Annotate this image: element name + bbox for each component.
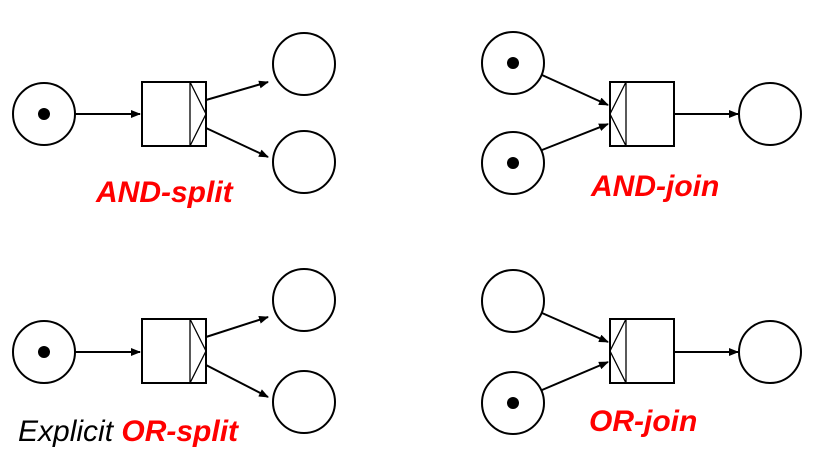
or-join-pattern [481, 269, 802, 435]
or-split-output-place-top [272, 268, 336, 332]
and-split-split-marker [189, 81, 207, 147]
or-join-label: OR-join [589, 407, 697, 437]
or-split-input-token [38, 346, 50, 358]
and-join-label-text: AND-join [591, 170, 720, 203]
or-join-transition [609, 318, 675, 384]
and-join-output-place [738, 82, 802, 146]
or-join-input-place-top [481, 269, 545, 333]
or-split-label-prefix: Explicit [18, 415, 114, 448]
or-split-transition [141, 318, 207, 384]
or-split-label: Explicit OR-split [18, 417, 238, 447]
or-join-label-text: OR-join [589, 405, 698, 438]
or-join-output-place [738, 320, 802, 384]
or-split-output-arc-top [205, 315, 269, 338]
and-split-pattern [12, 32, 336, 194]
or-join-join-marker [609, 318, 627, 384]
or-join-input-arc-bottom [541, 361, 609, 391]
or-split-split-marker [189, 318, 207, 384]
and-join-transition [609, 81, 675, 147]
and-join-input-token-top [507, 57, 519, 69]
and-split-output-arc-top [205, 80, 269, 101]
and-join-input-arc-top [541, 74, 609, 106]
or-split-output-place-bottom [272, 370, 336, 434]
and-split-output-arc-bottom [205, 127, 269, 158]
and-join-input-token-bottom [507, 157, 519, 169]
or-join-input-arc-top [541, 312, 609, 343]
and-join-input-arc-bottom [541, 123, 609, 151]
and-join-label: AND-join [591, 172, 719, 202]
and-join-pattern [481, 31, 802, 195]
or-split-pattern [12, 268, 336, 434]
and-split-output-place-top [272, 32, 336, 96]
and-split-transition [141, 81, 207, 147]
and-split-label: AND-split [96, 178, 233, 208]
or-split-label-text: OR-split [121, 415, 239, 448]
or-join-input-token-bottom [507, 397, 519, 409]
and-split-output-place-bottom [272, 130, 336, 194]
and-join-join-marker [609, 81, 627, 147]
and-split-input-token [38, 108, 50, 120]
or-split-output-arc-bottom [205, 364, 269, 398]
and-split-label-text: AND-split [96, 176, 233, 209]
